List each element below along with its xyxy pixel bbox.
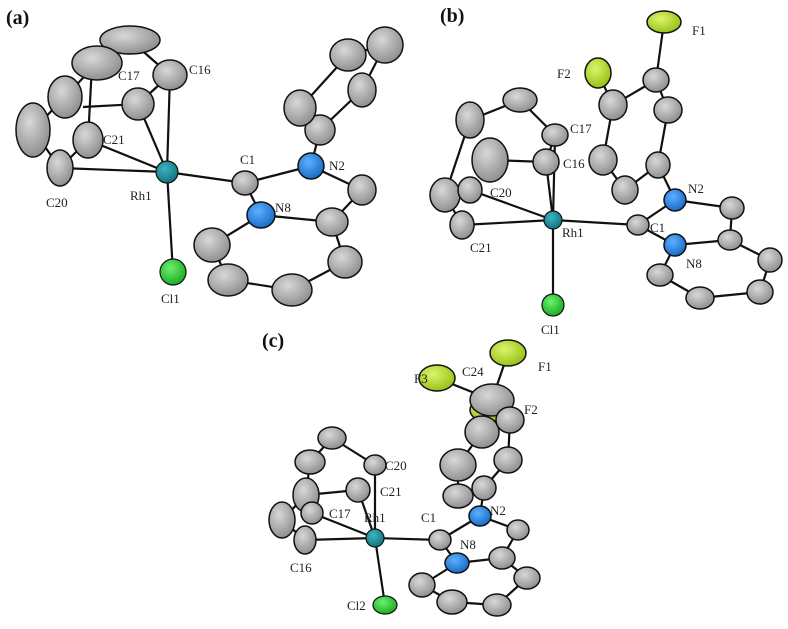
atom-label: N2 bbox=[329, 158, 345, 173]
atom-label: F2 bbox=[524, 402, 538, 417]
atoms-c bbox=[268, 339, 541, 617]
atom-label: F2 bbox=[557, 66, 571, 81]
atom-label: C21 bbox=[103, 132, 125, 147]
atom-label: C17 bbox=[118, 68, 140, 83]
atom-label: Rh1 bbox=[562, 225, 584, 240]
atom-label: N8 bbox=[275, 200, 291, 215]
panel-label-c: (c) bbox=[262, 330, 284, 352]
atom-label: C21 bbox=[380, 484, 402, 499]
atom-label: F1 bbox=[692, 23, 706, 38]
atom-label: C20 bbox=[46, 195, 68, 210]
panel-label-b: (b) bbox=[440, 5, 464, 27]
atom-label: Cl1 bbox=[161, 291, 180, 306]
panel-b: (b) bbox=[429, 5, 783, 337]
atom-label: C16 bbox=[563, 156, 585, 171]
atom-label: C16 bbox=[290, 560, 312, 575]
atom-label: N8 bbox=[686, 256, 702, 271]
atoms-a bbox=[15, 25, 404, 307]
panel-c: (c) bbox=[262, 330, 552, 617]
atom-label: C16 bbox=[189, 62, 211, 77]
atom-label: N8 bbox=[460, 537, 476, 552]
atom-label: C1 bbox=[650, 220, 665, 235]
atom-label: Rh1 bbox=[364, 510, 386, 525]
atom-label: C1 bbox=[240, 152, 255, 167]
atoms-b bbox=[429, 10, 783, 317]
atom-label: C20 bbox=[490, 185, 512, 200]
atom-label: C21 bbox=[470, 240, 492, 255]
atom-label: Rh1 bbox=[130, 188, 152, 203]
atom-label: C20 bbox=[385, 458, 407, 473]
atom-label: N2 bbox=[490, 503, 506, 518]
atom-label: N2 bbox=[688, 181, 704, 196]
atom-label: F3 bbox=[414, 371, 428, 386]
panel-a: (a) bbox=[6, 7, 404, 307]
atom-label: F1 bbox=[538, 359, 552, 374]
atom-label: Cl1 bbox=[541, 322, 560, 337]
atom-label: C17 bbox=[329, 506, 351, 521]
atom-label: C17 bbox=[570, 121, 592, 136]
atom-label: C24 bbox=[462, 364, 484, 379]
atom-label: Cl2 bbox=[347, 598, 366, 613]
atom-label: C1 bbox=[421, 510, 436, 525]
panel-label-a: (a) bbox=[6, 7, 29, 29]
